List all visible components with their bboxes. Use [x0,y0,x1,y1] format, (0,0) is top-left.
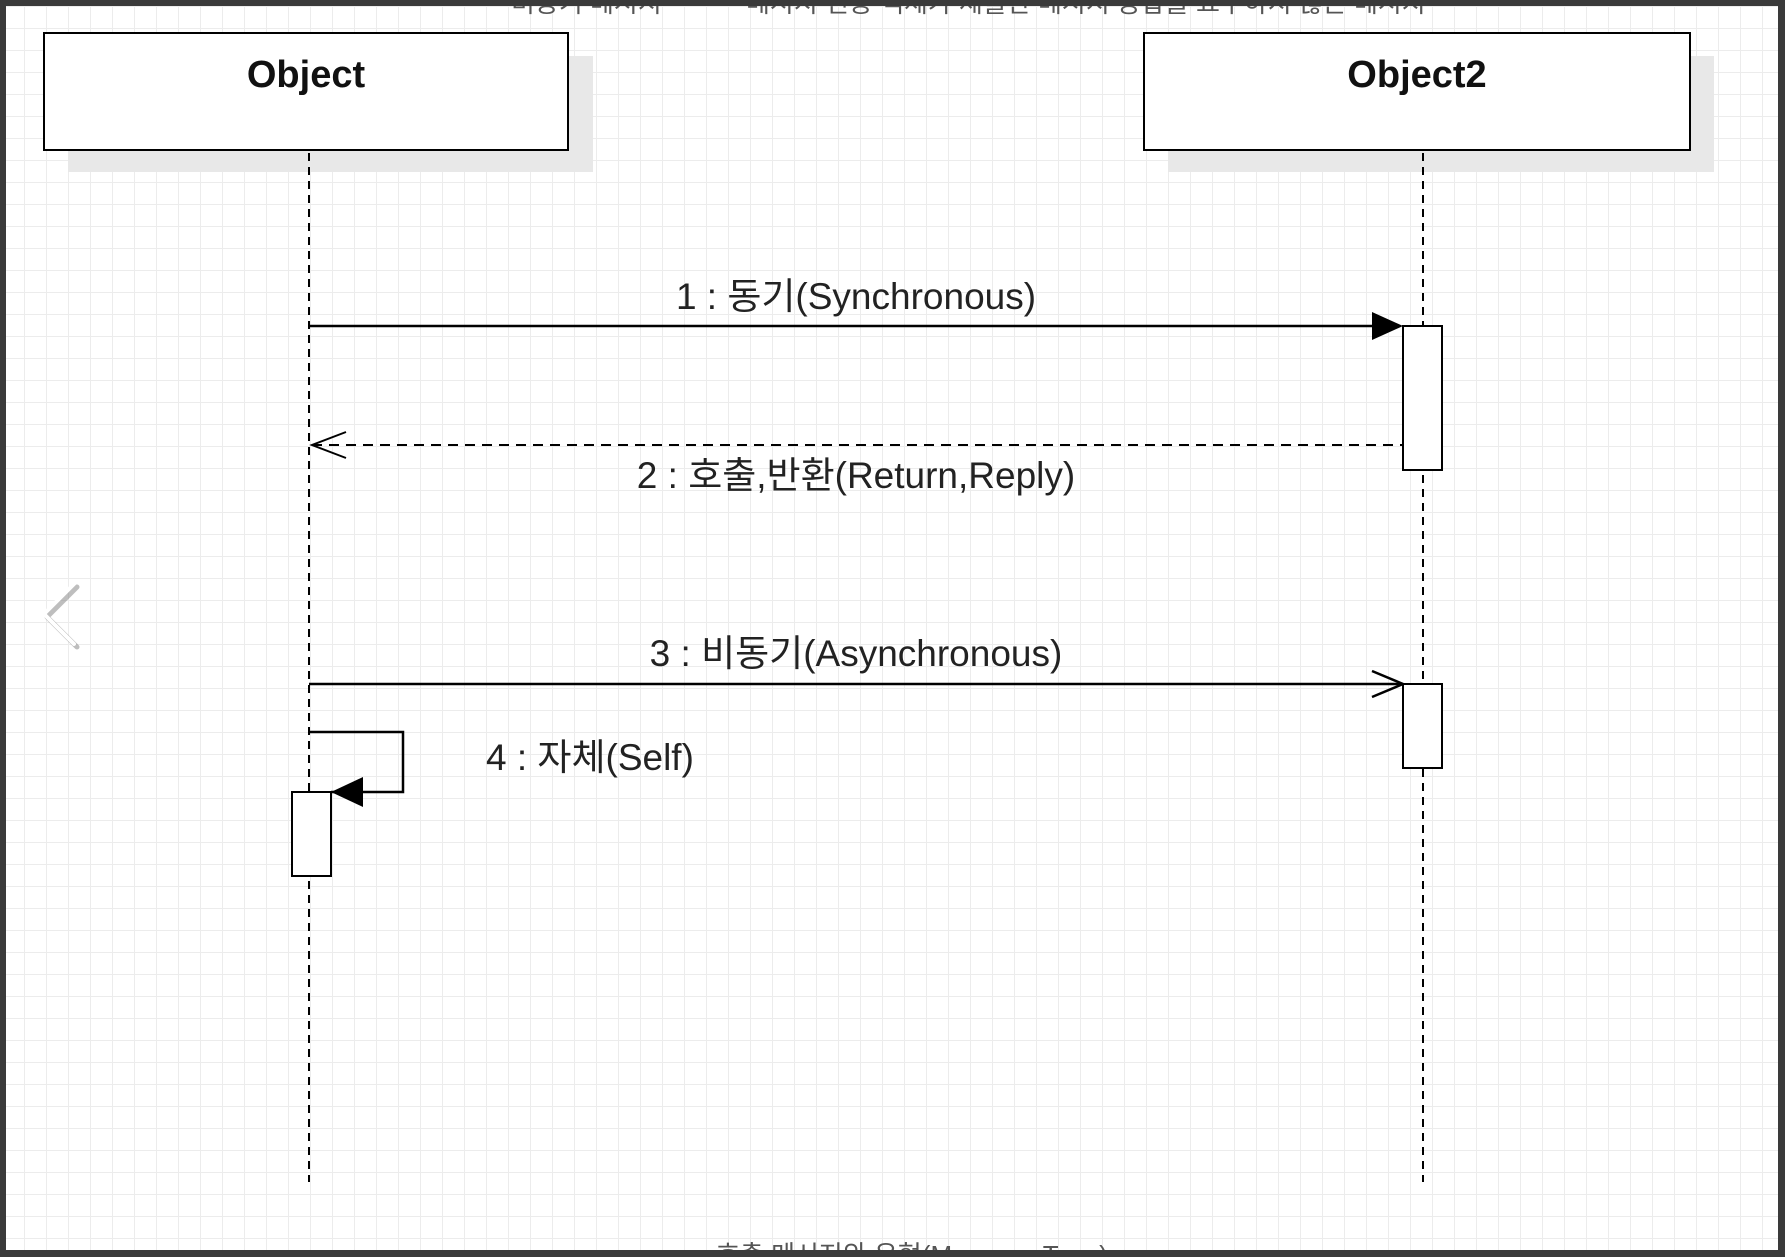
sync-arrowhead-icon [1372,312,1403,340]
top-cut-text-right: 메시지 전송 객체가 제출한 메시지 응답을 요구하지 않는 메시지 [746,6,1426,18]
message-label-2: 2 : 호출,반환(Return,Reply) [637,455,1075,496]
message-self[interactable]: 4 : 자체(Self) [309,730,694,807]
message-label-3: 3 : 비동기(Asynchronous) [650,633,1063,674]
bottom-cut-text: 호출 메시지와 유형(Message Type) [716,1240,1108,1250]
object-box[interactable] [43,32,569,151]
self-message-loop [309,730,405,794]
object-title: Object [247,54,366,96]
chevron-left-icon [42,582,80,650]
object2-activation-2[interactable] [1402,683,1443,769]
sequence-diagram: 비동기 메시지 메시지 전송 객체가 제출한 메시지 응답을 요구하지 않는 메… [43,6,1714,1250]
object2-title: Object2 [1347,54,1486,96]
lifeline-object2[interactable]: Object2 [1143,32,1714,1182]
lifeline-object[interactable]: Object [43,32,593,1182]
diagram-canvas: 비동기 메시지 메시지 전송 객체가 제출한 메시지 응답을 요구하지 않는 메… [6,6,1778,1250]
top-cut-text-left: 비동기 메시지 [511,6,662,18]
object-activation[interactable] [291,791,332,877]
object2-box[interactable] [1143,32,1691,151]
return-arrowhead-icon [309,431,347,459]
message-label-4: 4 : 자체(Self) [486,737,694,778]
message-return[interactable]: 2 : 호출,반환(Return,Reply) [309,431,1403,496]
message-synchronous[interactable]: 1 : 동기(Synchronous) [309,276,1403,340]
async-arrowhead-icon [1371,669,1407,699]
message-asynchronous[interactable]: 3 : 비동기(Asynchronous) [309,633,1407,699]
nav-prev-button[interactable] [36,574,86,654]
object2-activation-1[interactable] [1402,325,1443,471]
message-label-1: 1 : 동기(Synchronous) [676,276,1036,317]
self-arrowhead-icon [331,777,363,807]
